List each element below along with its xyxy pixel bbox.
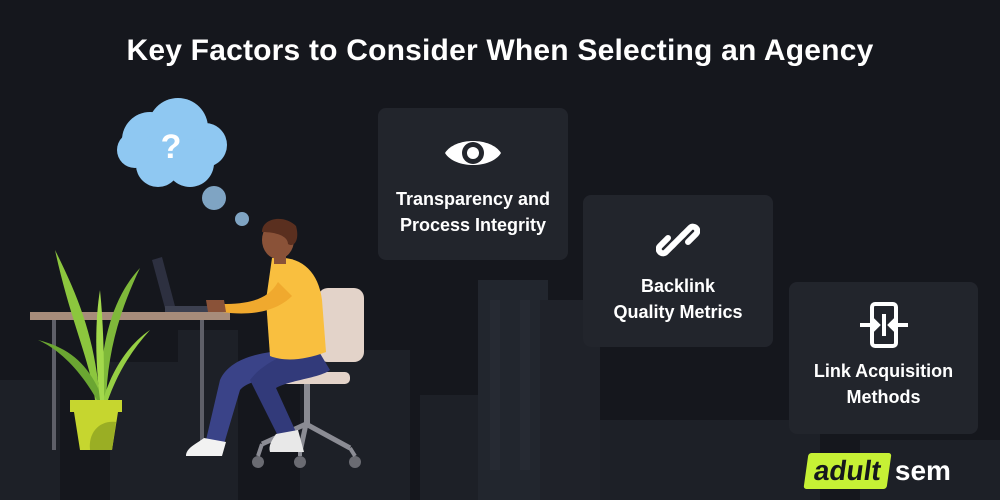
question-mark: ? <box>161 128 182 166</box>
desk <box>30 312 230 450</box>
factor-label-line1: Backlink <box>640 276 716 296</box>
acquisition-icon <box>858 302 910 348</box>
factor-card-backlink: Backlink Quality Metrics <box>583 195 773 347</box>
brand-logo-adult: adult <box>803 453 892 489</box>
brand-logo: adult sem <box>803 452 951 490</box>
factor-card-link-acquisition: Link Acquisition Methods <box>789 282 978 434</box>
factor-label-line2: Methods <box>846 387 921 407</box>
factor-label-line1: Link Acquisition <box>813 361 954 381</box>
eye-icon <box>443 130 503 176</box>
factor-label-line2: Process Integrity <box>399 215 547 235</box>
link-icon <box>656 217 700 263</box>
page-title: Key Factors to Consider When Selecting a… <box>126 34 874 67</box>
factor-card-transparency: Transparency and Process Integrity <box>378 108 568 260</box>
thought-bubble <box>117 98 249 226</box>
brand-logo-sem: sem <box>894 455 951 486</box>
factor-label-line2: Quality Metrics <box>613 302 743 322</box>
laptop <box>152 257 225 312</box>
plant <box>38 250 150 450</box>
person <box>186 218 330 456</box>
factor-label-line1: Transparency and <box>395 189 551 209</box>
